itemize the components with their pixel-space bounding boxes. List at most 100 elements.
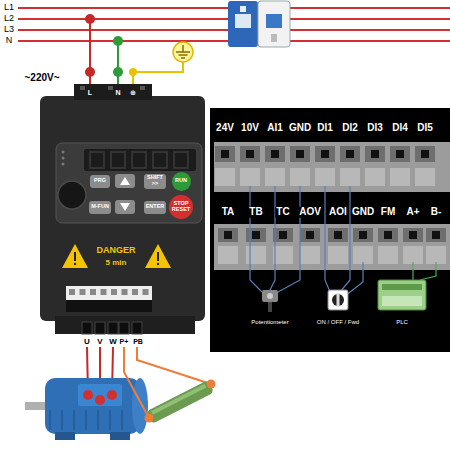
stop-button: STOPRESET — [169, 195, 192, 218]
terminal-slot — [328, 246, 348, 264]
device-caption: PLC — [395, 319, 409, 325]
terminal-name: TA — [221, 207, 236, 218]
motor — [45, 378, 140, 434]
motor — [73, 410, 75, 430]
terminal-slot — [371, 150, 379, 158]
terminal-name: N — [114, 89, 121, 96]
terminal-name: 24V — [215, 123, 235, 134]
warning-triangle — [157, 252, 159, 261]
terminal-slot — [340, 146, 360, 162]
terminal-slot — [265, 146, 285, 162]
terminal-name: V — [96, 338, 103, 346]
motor — [78, 384, 122, 406]
ground-symbol — [182, 45, 184, 52]
voltage-label: ~220V~ — [23, 73, 60, 84]
terminal-slot — [346, 150, 354, 158]
terminal-slot — [365, 168, 385, 186]
power-terminal-strip — [108, 322, 118, 334]
plc-symbol — [378, 280, 426, 310]
keypad-panel — [62, 163, 65, 166]
motor — [55, 432, 75, 440]
motor — [121, 410, 123, 430]
terminal-name: DI4 — [391, 123, 409, 134]
led-display — [132, 152, 146, 168]
terminal-slot — [390, 146, 410, 162]
wire-dot — [85, 14, 137, 77]
circuit-breaker — [235, 14, 251, 28]
run-button: RUN — [172, 172, 191, 191]
terminal-name: L — [87, 89, 93, 96]
key-button: M-FUN — [89, 201, 111, 214]
terminal-slot — [328, 228, 348, 242]
plc-symbol — [378, 280, 426, 310]
signal-wire — [270, 186, 275, 290]
power-terminal-strip — [132, 322, 142, 334]
phase-name: L2 — [3, 14, 15, 23]
button-text: >> — [152, 181, 158, 187]
terminal-slot — [246, 246, 266, 264]
terminal-slot — [384, 231, 392, 239]
arrow-key — [115, 174, 135, 188]
terminal-name: P+ — [119, 338, 130, 345]
keypad-panel — [62, 157, 65, 160]
wire-dot — [113, 36, 123, 46]
potentiometer-symbol — [267, 293, 273, 299]
terminal-slot — [315, 146, 335, 162]
terminal-slot — [215, 168, 235, 186]
terminal-name: AOV — [298, 207, 322, 218]
ground-symbol — [181, 57, 185, 59]
terminal-name: B- — [430, 207, 443, 218]
wire-dot — [129, 68, 137, 76]
arrow-key — [120, 177, 130, 185]
terminal-slot — [315, 168, 335, 186]
terminal-slot — [396, 150, 404, 158]
arrow-key — [120, 203, 130, 211]
terminal-slot — [273, 246, 293, 264]
phase-name: L1 — [3, 3, 15, 12]
warning-triangle — [157, 263, 159, 265]
plc-symbol — [382, 296, 422, 306]
power-terminal-strip — [82, 322, 92, 334]
speed-knob — [58, 181, 86, 209]
terminal-name: GND — [288, 123, 312, 134]
brake-wire — [137, 347, 211, 384]
terminal-name: DI2 — [341, 123, 359, 134]
wire-dot — [95, 395, 105, 405]
ground-symbol — [173, 42, 193, 62]
control-terminal-strip — [143, 289, 149, 295]
circuit-breaker — [258, 1, 290, 47]
speed-knob — [58, 181, 86, 209]
brake-resistor — [145, 414, 154, 423]
key-button: SHIFT>> — [144, 174, 166, 189]
brake-resistor — [146, 380, 215, 424]
terminal-slot — [359, 231, 367, 239]
drive-housing — [80, 86, 85, 90]
terminal-slot — [334, 231, 342, 239]
device-caption: Potentiometer — [250, 319, 289, 325]
phase-name: L3 — [3, 25, 15, 34]
motor — [25, 378, 148, 440]
terminal-slot — [403, 228, 423, 242]
warning-triangle — [74, 252, 76, 261]
circuit-breaker — [228, 1, 258, 47]
terminal-slot — [300, 228, 320, 242]
terminal-slot — [340, 168, 360, 186]
drive-housing — [55, 316, 195, 334]
signal-wire — [250, 186, 262, 292]
terminal-name: GND — [351, 207, 375, 218]
device-caption: ON / OFF / Fwd — [316, 319, 360, 325]
warning-text: 5 min — [105, 259, 128, 267]
terminal-name: DI5 — [416, 123, 434, 134]
led-display — [111, 152, 125, 168]
motor — [109, 410, 111, 430]
wire-dot — [85, 67, 95, 77]
terminal-slot — [378, 228, 398, 242]
circuit-breaker — [271, 34, 277, 42]
key-button: PRG — [90, 175, 110, 188]
drive-housing — [40, 96, 205, 321]
wire-dot — [85, 14, 95, 24]
button-text: M-FUN — [91, 204, 109, 210]
circuit-breaker — [266, 14, 282, 28]
control-terminal-strip — [66, 286, 152, 300]
